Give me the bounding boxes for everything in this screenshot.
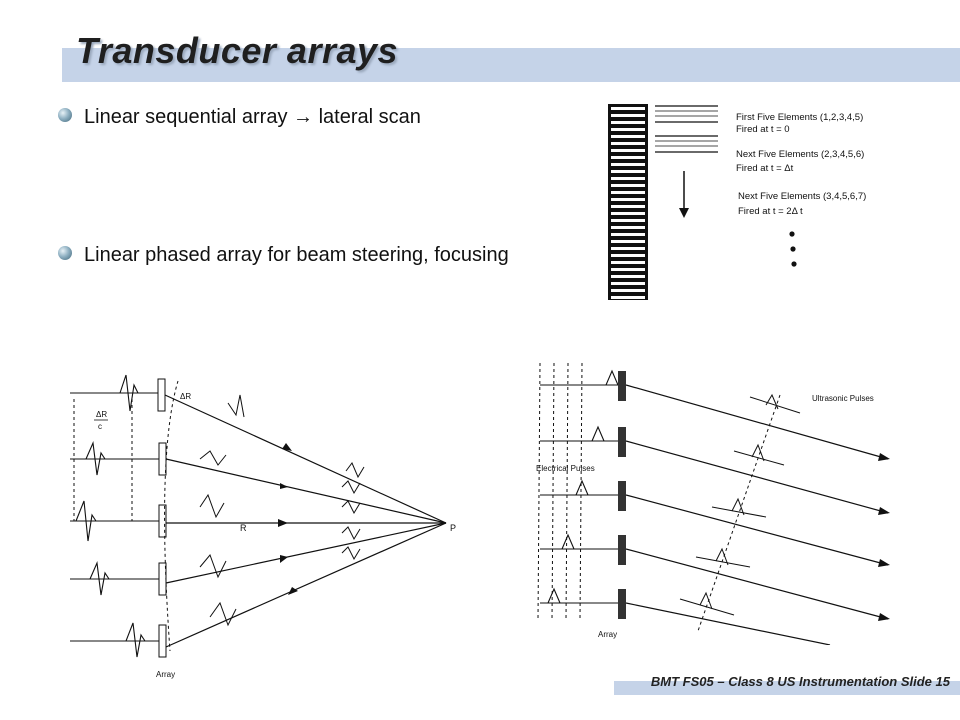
element-gap xyxy=(611,240,645,243)
label-first-five: First Five Elements (1,2,3,4,5) xyxy=(736,112,863,123)
timing-guides xyxy=(537,362,781,632)
phased-steering-figure: Ultrasonic Pulses Electrical Pulses Arra… xyxy=(536,362,890,645)
element-gap xyxy=(611,247,645,250)
ray-arrowheads xyxy=(278,443,298,595)
element-gap xyxy=(611,135,645,138)
bullet-dot-icon xyxy=(58,246,72,260)
element-gap xyxy=(611,177,645,180)
element-gap xyxy=(611,114,645,117)
ultrasonic-pulses xyxy=(679,393,801,616)
delay-guides xyxy=(73,399,133,521)
ray-arrowheads xyxy=(878,453,890,621)
element-gap xyxy=(611,226,645,229)
label-r: R xyxy=(240,523,247,533)
element-gap xyxy=(611,121,645,124)
label-electrical-pulses: Electrical Pulses xyxy=(536,464,595,473)
array-elements xyxy=(618,371,626,619)
label-delta-r: ΔR xyxy=(180,392,191,401)
label-delta-r-over-c: ΔR xyxy=(96,410,107,419)
label-fired-dt: Fired at t = Δt xyxy=(736,163,794,174)
element-gap xyxy=(611,219,645,222)
bullet-text: Linear sequential array → lateral scan xyxy=(84,106,421,128)
element-gap xyxy=(611,156,645,159)
bullet-text: Linear phased array for beam steering, f… xyxy=(84,244,509,266)
array-elements xyxy=(157,378,167,658)
element-gap xyxy=(611,170,645,173)
bullet-dot-icon xyxy=(58,108,72,122)
slide-title: Transducer arrays xyxy=(76,30,399,71)
label-p: P xyxy=(450,523,456,533)
element-gap xyxy=(611,261,645,264)
beam-lines xyxy=(655,105,718,153)
ellipsis-dot xyxy=(789,231,795,237)
label-array: Array xyxy=(156,670,175,679)
element-gap xyxy=(611,107,645,110)
propagating-pulses xyxy=(199,394,365,627)
element-gap xyxy=(611,254,645,257)
wavefront-arc xyxy=(164,380,179,652)
arrowhead-icon xyxy=(679,208,689,218)
label-ultrasonic-pulses: Ultrasonic Pulses xyxy=(812,394,874,403)
label-next-five-a: Next Five Elements (2,3,4,5,6) xyxy=(736,149,864,160)
title-bar xyxy=(62,48,960,82)
pulse-waveforms xyxy=(75,374,146,658)
sequential-array-figure: First Five Elements (1,2,3,4,5) Fired at… xyxy=(608,104,866,300)
element-gap xyxy=(611,149,645,152)
label-next-five-b: Next Five Elements (3,4,5,6,7) xyxy=(738,191,866,202)
input-lines xyxy=(540,384,618,604)
element-gap xyxy=(611,233,645,236)
element-gap xyxy=(611,268,645,271)
electrical-pulses xyxy=(547,369,619,604)
element-gap xyxy=(611,282,645,285)
ellipsis-dot xyxy=(790,246,796,252)
element-gap xyxy=(611,184,645,187)
element-gap xyxy=(611,191,645,194)
bullet-linear-sequential: Linear sequential array → lateral scan xyxy=(58,104,518,130)
element-gap xyxy=(611,289,645,292)
element-gap xyxy=(611,212,645,215)
slide-footer: BMT FS05 – Class 8 US Instrumentation Sl… xyxy=(650,674,950,689)
element-gap xyxy=(611,163,645,166)
element-gap xyxy=(611,198,645,201)
source-lines xyxy=(70,392,162,642)
bullet-linear-phased: Linear phased array for beam steering, f… xyxy=(58,242,518,268)
footer-bar xyxy=(614,681,960,695)
phased-focusing-figure: ΔR ΔR c R P Array xyxy=(70,374,456,679)
element-gap xyxy=(611,142,645,145)
ellipsis-dot xyxy=(791,261,797,267)
label-fired-t0: Fired at t = 0 xyxy=(736,124,790,135)
label-array: Array xyxy=(598,630,617,639)
element-gap xyxy=(611,275,645,278)
transducer-element-stack xyxy=(608,104,648,300)
element-gap xyxy=(611,296,645,299)
steered-rays xyxy=(625,384,889,645)
label-c: c xyxy=(98,422,102,431)
label-fired-2dt: Fired at t = 2Δ t xyxy=(738,206,803,217)
element-gap xyxy=(611,205,645,208)
focus-rays xyxy=(164,394,447,648)
element-gap xyxy=(611,128,645,131)
